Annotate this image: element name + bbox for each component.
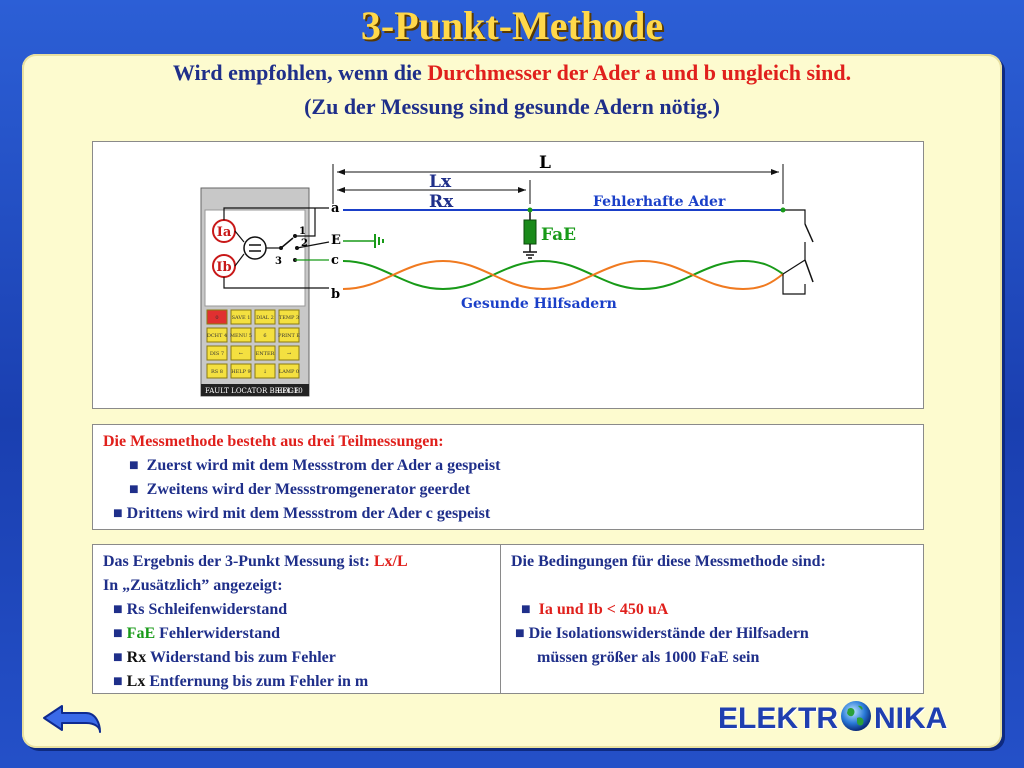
label-healthy-wires: Gesunde Hilfsadern xyxy=(461,296,617,312)
keypad-key-label: → xyxy=(287,351,291,357)
keypad-key-label: HELP 9 xyxy=(231,369,250,375)
diagram-svg: FAULT LOCATOR BRIDGE EFL 10 0 SAVE 1 DIAL … xyxy=(200,153,814,397)
subtitle-line-2: (Zu der Messung sind gesunde Adern nötig… xyxy=(304,94,720,119)
result-item-lx: ■ Lx Entfernung bis zum Fehler in m xyxy=(113,673,369,690)
condition-item-2-cont: müssen größer als 1000 FaE sein xyxy=(537,649,760,666)
keypad-key-label: DIS 7 xyxy=(210,351,224,357)
device-model: EFL 10 xyxy=(277,387,303,395)
logo-text-left: ELEKTR xyxy=(718,702,838,735)
keypad-key-label: DIAL 2 xyxy=(256,315,274,321)
conditions-column: Die Bedingungen für diese Messmethode si… xyxy=(501,545,943,693)
meter-ib-label: Ib xyxy=(216,260,231,275)
keypad-key xyxy=(230,327,252,343)
label-faulty-wire: Fehlerhafte Ader xyxy=(593,194,726,210)
keypad-key-label: PRINT E xyxy=(278,333,300,339)
method-item-3: ■ Drittens wird mit dem Messstrom der Ad… xyxy=(113,505,491,522)
terminal-b: b xyxy=(331,287,340,302)
condition-item-1: ■ Ia und Ib < 450 uA xyxy=(521,601,669,618)
generator-source xyxy=(243,236,267,260)
result-column: Das Ergebnis der 3-Punkt Messung ist: Lx… xyxy=(93,545,501,693)
keypad-key-label: 0 xyxy=(215,315,218,321)
subtitle-highlight: Durchmesser der Ader a und b ungleich si… xyxy=(427,60,852,85)
result-line-2: In „Zusätzlich” angezeigt: xyxy=(103,577,283,594)
keypad-key xyxy=(206,309,228,325)
result-item-rs: ■ Rs Schleifenwiderstand xyxy=(113,601,288,618)
device-footer xyxy=(201,384,309,396)
switch-pos-3: 3 xyxy=(275,256,282,267)
result-item-rx: ■ Rx Widerstand bis zum Fehler xyxy=(113,649,336,666)
keypad-key xyxy=(278,345,300,361)
keypad-key xyxy=(206,327,228,343)
method-heading: Die Messmethode besteht aus drei Teilmes… xyxy=(103,433,444,450)
method-box: Die Messmethode besteht aus drei Teilmes… xyxy=(92,424,924,530)
result-line-1: Das Ergebnis der 3-Punkt Messung ist: Lx… xyxy=(103,553,408,570)
label-L: L xyxy=(539,153,551,173)
keypad-key xyxy=(230,309,252,325)
terminal-c: c xyxy=(331,253,339,268)
subtitle-text: Wird empfohlen, wenn die xyxy=(172,60,428,85)
keypad-key-label: ← xyxy=(239,351,243,357)
keypad-key-label: DCHT 4 xyxy=(207,333,227,339)
keypad-key xyxy=(206,345,228,361)
wire-c xyxy=(342,259,784,291)
label-Rx: Rx xyxy=(429,192,454,212)
terminal-a: a xyxy=(331,201,340,216)
keypad-key-label: 6 xyxy=(263,333,266,339)
keypad-key xyxy=(278,363,300,379)
device-label: FAULT LOCATOR BRIDGE xyxy=(205,387,299,395)
logo-text-right: NIKA xyxy=(874,702,948,735)
terminal-e: E xyxy=(331,233,341,248)
label-Lx: Lx xyxy=(429,172,452,192)
subtitle-line-1: Wird empfohlen, wenn die Durchmesser der… xyxy=(22,60,1002,86)
keypad-key-label: SAVE 1 xyxy=(232,315,251,321)
switch-pos-1: 1 xyxy=(299,226,306,237)
keypad-key xyxy=(254,327,276,343)
conditions-heading: Die Bedingungen für diese Messmethode si… xyxy=(511,553,826,570)
keypad-key-label: RS 8 xyxy=(211,369,223,375)
keypad-key-label: ↓ xyxy=(263,369,267,375)
method-item-2: ■ Zweitens wird der Messstromgenerator g… xyxy=(129,481,471,498)
globe-icon xyxy=(841,701,871,731)
wire-b xyxy=(342,259,784,291)
keypad-key xyxy=(278,327,300,343)
page-title: 3-Punkt-Methode xyxy=(360,3,664,48)
elektronika-logo: ELEKTR NIKA xyxy=(718,700,947,736)
result-conditions-box: Das Ergebnis der 3-Punkt Messung ist: Lx… xyxy=(92,544,924,694)
keypad-key xyxy=(230,345,252,361)
condition-item-2: ■ Die Isolationswiderstände der Hilfsade… xyxy=(515,625,809,642)
circuit-diagram: FAULT LOCATOR BRIDGE EFL 10 0 SAVE 1 DIAL … xyxy=(92,141,924,409)
keypad-key-label: LAMP 0 xyxy=(279,369,299,375)
keypad-key-label: MENU 5 xyxy=(230,333,252,339)
method-item-1: ■ Zuerst wird mit dem Messstrom der Ader… xyxy=(129,457,501,474)
fault-resistor xyxy=(523,219,537,245)
meter-ia-label: Ia xyxy=(217,225,232,240)
keypad-key xyxy=(278,309,300,325)
back-arrow-icon[interactable] xyxy=(40,698,108,742)
fault-label: FaE xyxy=(541,225,576,245)
switch-pos-2: 2 xyxy=(301,238,308,249)
keypad-key xyxy=(254,345,276,361)
result-item-fae: ■ FaE Fehlerwiderstand xyxy=(113,625,280,642)
keypad-key xyxy=(230,363,252,379)
keypad-key-label: TEMP 3 xyxy=(279,315,299,321)
keypad-key-label: ENTER xyxy=(256,351,275,357)
keypad-key xyxy=(206,363,228,379)
keypad-key xyxy=(254,309,276,325)
keypad-key xyxy=(254,363,276,379)
